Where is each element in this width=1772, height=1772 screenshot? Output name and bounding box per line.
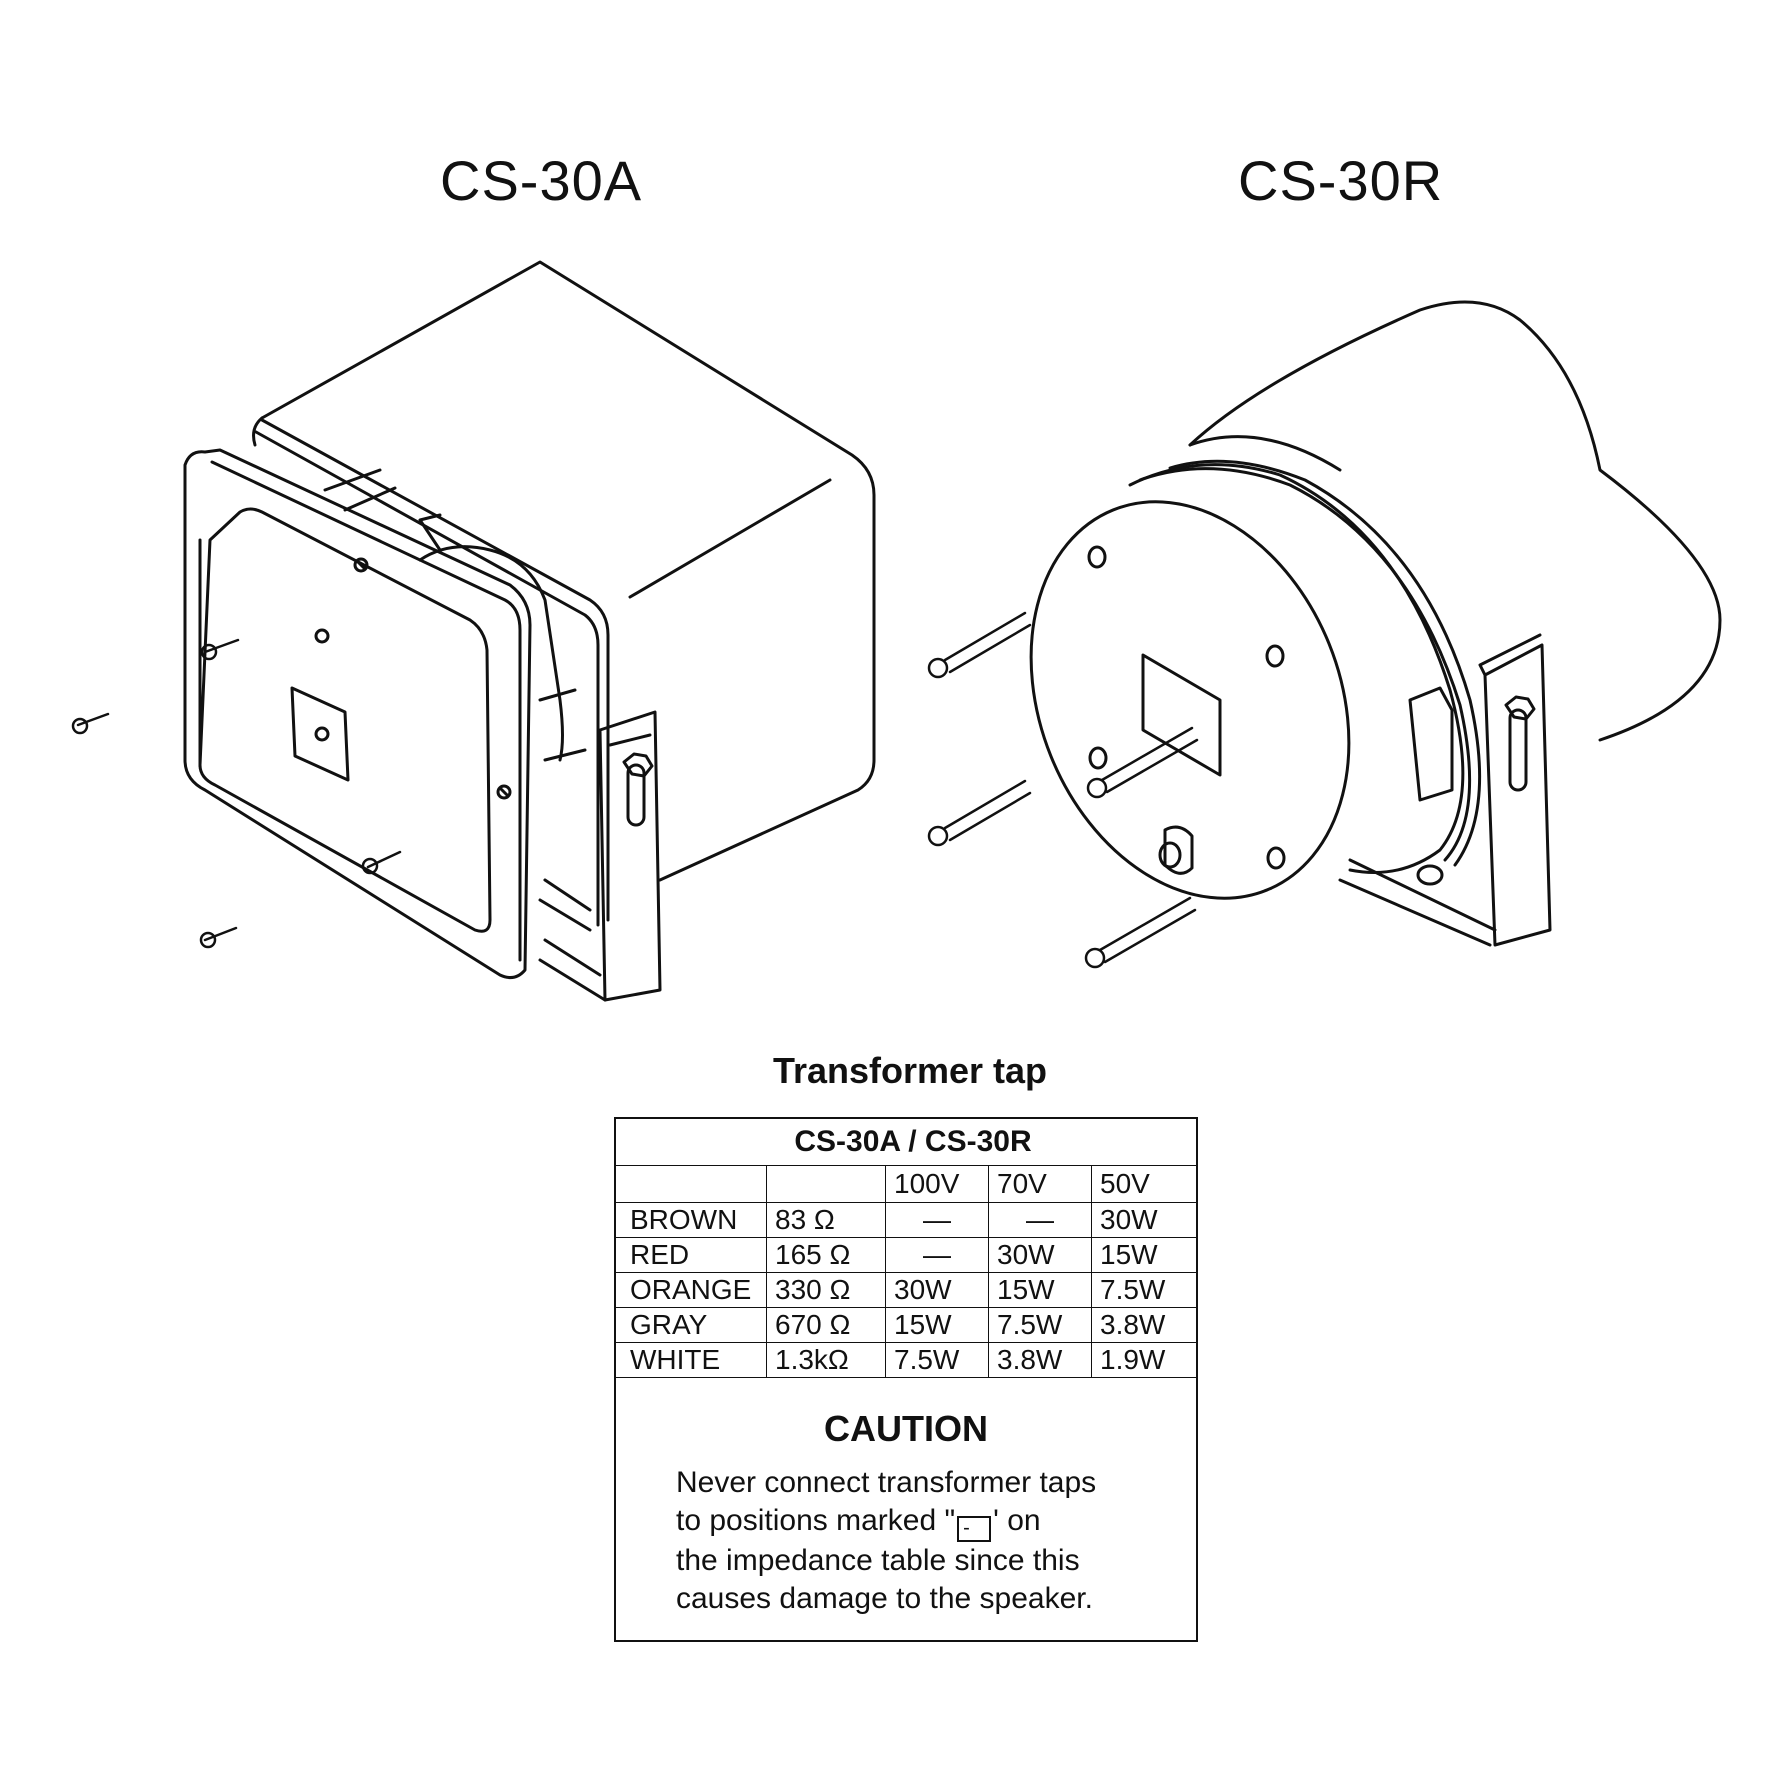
table-row: RED 165 Ω — 30W 15W <box>616 1237 1196 1273</box>
transformer-tap-panel: CS-30A / CS-30R 100V 70V 50V BROWN 83 Ω … <box>614 1117 1198 1642</box>
column-header-100v: 100V <box>885 1165 989 1203</box>
column-header-50v: 50V <box>1091 1165 1196 1203</box>
wire-color: RED <box>616 1237 767 1273</box>
tap-50v: 3.8W <box>1091 1307 1196 1343</box>
column-header-impedance <box>766 1165 886 1203</box>
table-row: WHITE 1.3kΩ 7.5W 3.8W 1.9W <box>616 1342 1196 1378</box>
cs30r-speaker-drawing <box>927 300 1722 969</box>
impedance: 165 Ω <box>766 1237 886 1273</box>
model-title-cs30a: CS-30A <box>440 149 643 212</box>
table-model-header: CS-30A / CS-30R <box>616 1119 1196 1166</box>
table-row: ORANGE 330 Ω 30W 15W 7.5W <box>616 1272 1196 1308</box>
impedance: 1.3kΩ <box>766 1342 886 1378</box>
impedance: 83 Ω <box>766 1202 886 1238</box>
wire-color: GRAY <box>616 1307 767 1343</box>
caution-line-1: Never connect transformer taps <box>676 1466 1097 1499</box>
tap-100v: — <box>885 1237 989 1273</box>
tap-100v: — <box>885 1202 989 1238</box>
tap-100v: 15W <box>885 1307 989 1343</box>
cs30a-speaker-drawing <box>71 260 876 1002</box>
wire-color: ORANGE <box>616 1272 767 1308</box>
caution-title: CAUTION <box>824 1408 988 1449</box>
tap-50v: 15W <box>1091 1237 1196 1273</box>
tap-100v: 7.5W <box>885 1342 989 1378</box>
column-header-wire <box>616 1165 767 1203</box>
caution-line-2-end: ' on <box>993 1504 1041 1537</box>
transformer-tap-heading: Transformer tap <box>772 1050 1048 1091</box>
tap-70v: — <box>988 1202 1092 1238</box>
tap-70v: 7.5W <box>988 1307 1092 1343</box>
tap-100v: 30W <box>885 1272 989 1308</box>
wire-color: WHITE <box>616 1342 767 1378</box>
table-row: GRAY 670 Ω 15W 7.5W 3.8W <box>616 1307 1196 1343</box>
tap-70v: 30W <box>988 1237 1092 1273</box>
tap-50v: 1.9W <box>1091 1342 1196 1378</box>
impedance: 330 Ω <box>766 1272 886 1308</box>
impedance: 670 Ω <box>766 1307 886 1343</box>
caution-line-2: to positions marked "-' on <box>676 1502 1156 1542</box>
caution-line-3: the impedance table since this <box>676 1544 1080 1577</box>
column-header-70v: 70V <box>988 1165 1092 1203</box>
dash-mark-icon: - <box>957 1516 992 1542</box>
transformer-tap-table: CS-30A / CS-30R 100V 70V 50V BROWN 83 Ω … <box>616 1119 1196 1378</box>
caution-text: Never connect transformer taps to positi… <box>676 1464 1156 1618</box>
wire-color: BROWN <box>616 1202 767 1238</box>
caution-line-2-start: to positions marked " <box>676 1504 956 1537</box>
tap-50v: 7.5W <box>1091 1272 1196 1308</box>
caution-line-4: causes damage to the speaker. <box>676 1582 1093 1615</box>
tap-70v: 15W <box>988 1272 1092 1308</box>
table-row: BROWN 83 Ω — — 30W <box>616 1202 1196 1238</box>
tap-50v: 30W <box>1091 1202 1196 1238</box>
model-title-cs30r: CS-30R <box>1238 149 1444 212</box>
tap-70v: 3.8W <box>988 1342 1092 1378</box>
